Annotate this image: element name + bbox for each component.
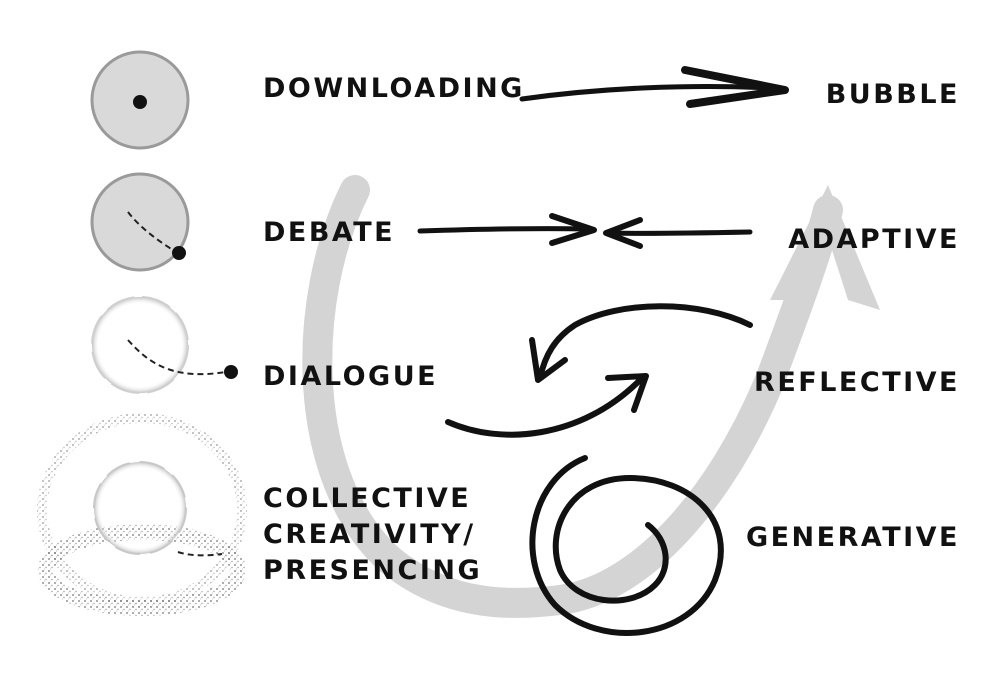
debate-circle-icon [90, 172, 190, 272]
label-collective-line-2: CREATIVITY/ [263, 519, 476, 550]
downloading-arrow [519, 66, 789, 108]
label-debate: DEBATE [263, 217, 395, 248]
label-dialogue: DIALOGUE [263, 361, 438, 392]
debate-arrows [417, 213, 753, 249]
label-reflective: REFLECTIVE [754, 367, 960, 398]
label-adaptive: ADAPTIVE [788, 224, 960, 255]
u-shaped-arrow [302, 175, 880, 619]
label-collective-line-3: PRESENCING [263, 555, 482, 586]
label-generative: GENERATIVE [746, 522, 960, 553]
presencing-circle-icon [37, 413, 247, 616]
dialogue-circle-icon [91, 296, 238, 394]
downloading-circle-icon [90, 50, 190, 150]
label-downloading: DOWNLOADING [263, 73, 525, 104]
label-collective-line-1: COLLECTIVE [263, 483, 471, 514]
label-bubble: BUBBLE [826, 79, 960, 110]
generative-spiral [529, 455, 724, 636]
dialogue-cycle-arrows [445, 303, 753, 438]
